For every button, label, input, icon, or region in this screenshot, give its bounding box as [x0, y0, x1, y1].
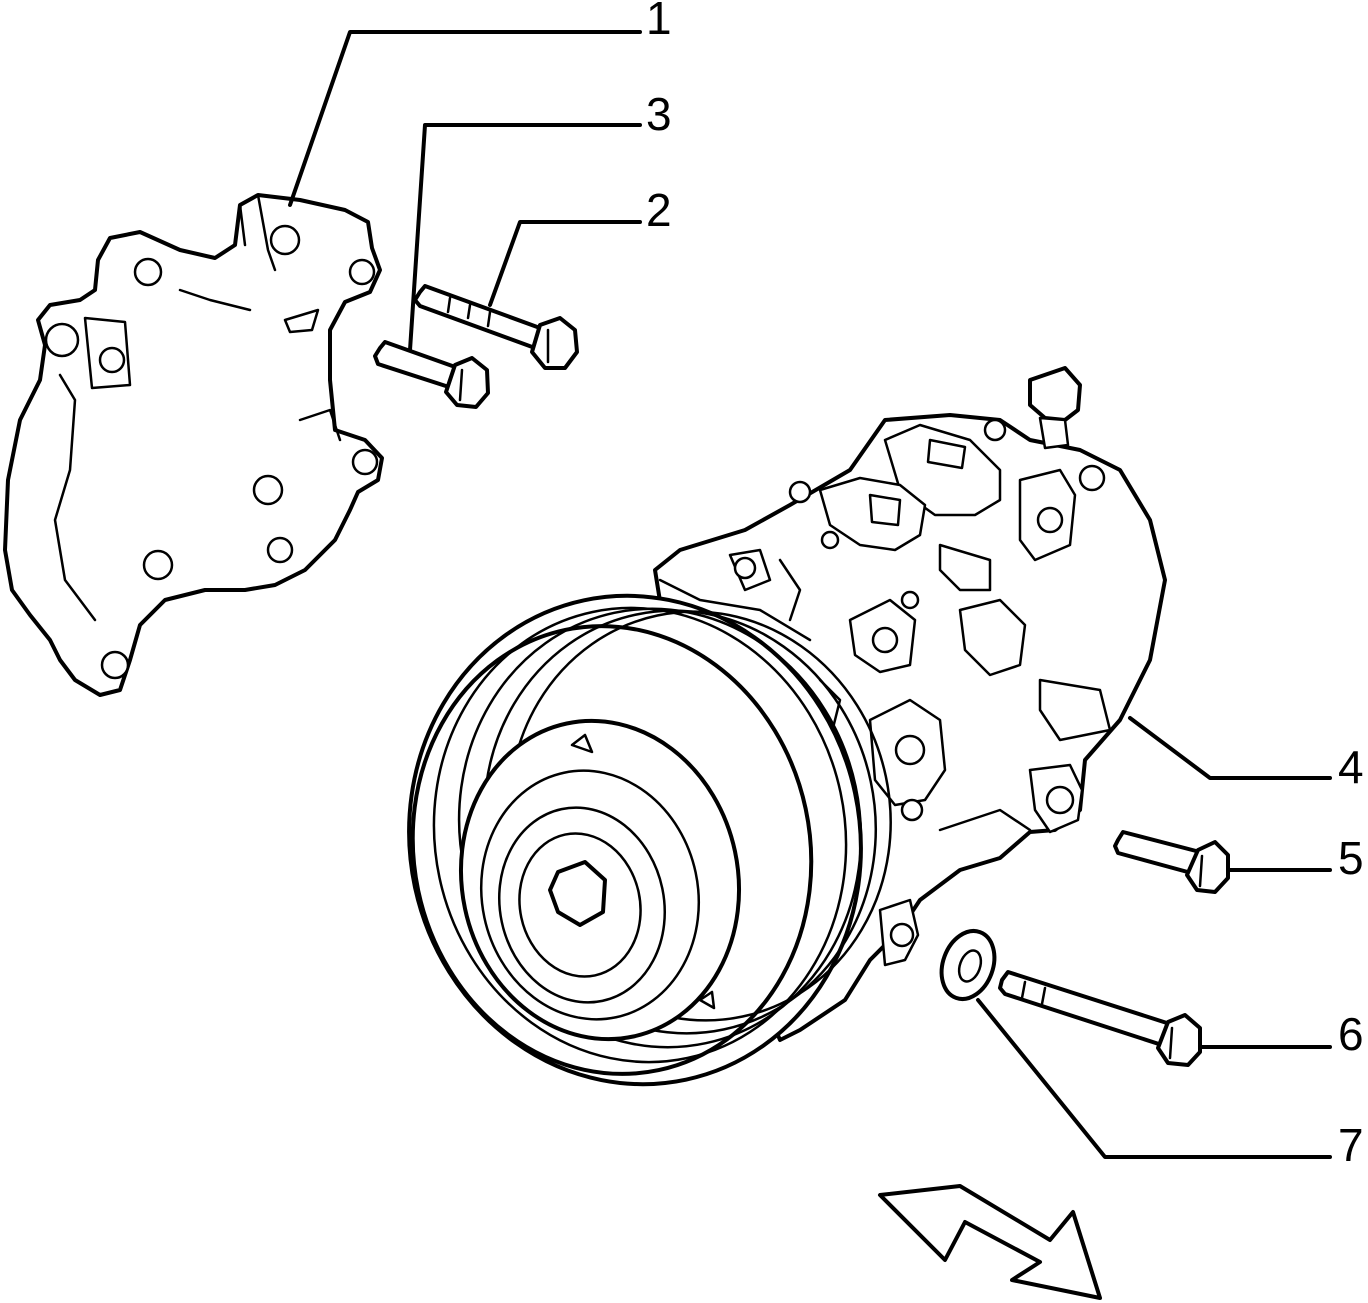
callout-1: 1: [646, 0, 672, 44]
callout-3: 3: [646, 88, 672, 140]
part-4-compressor: [407, 366, 1167, 1087]
leader-4: [1128, 716, 1332, 780]
part-2-long-bolt: [413, 284, 579, 370]
part-1-mounting-bracket: [3, 193, 384, 697]
part-3-short-bolt: [373, 340, 490, 409]
callout-5: 5: [1338, 832, 1364, 884]
leader-1: [288, 30, 642, 207]
part-7-washer: [939, 929, 997, 1001]
leader-lines: [288, 30, 1332, 1159]
callout-4: 4: [1338, 741, 1364, 793]
part-6-long-bolt: [998, 970, 1202, 1067]
callout-6: 6: [1338, 1008, 1364, 1060]
direction-arrow: [878, 1184, 1102, 1300]
leader-3: [408, 123, 642, 352]
leader-7: [976, 998, 1332, 1159]
callout-labels: 1 3 2 4 5 6 7: [646, 0, 1364, 1171]
callout-2: 2: [646, 184, 672, 236]
callout-7: 7: [1338, 1119, 1364, 1171]
part-5-bolt: [1113, 830, 1230, 894]
leader-2: [488, 220, 642, 307]
